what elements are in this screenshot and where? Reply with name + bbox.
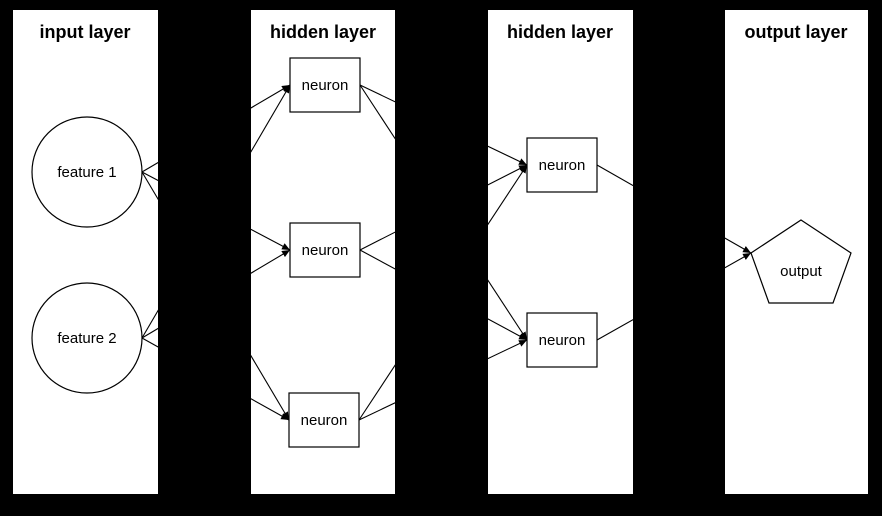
edge-h1n3-h2n1 <box>358 164 528 421</box>
edge-feature2-h1n3 <box>141 337 290 421</box>
node-label-hidden2-neuron2: neuron <box>539 332 586 349</box>
node-hidden2-neuron1 <box>526 137 598 193</box>
edge-h2n2-output <box>596 252 752 341</box>
node-feature-2 <box>31 282 143 394</box>
node-label-hidden1-neuron3: neuron <box>301 412 348 429</box>
edge-feature2-h1n1 <box>141 84 291 339</box>
node-output <box>750 219 852 304</box>
layer-title-hidden-2: hidden layer <box>507 22 613 42</box>
layer-title-input: input layer <box>39 22 130 42</box>
node-hidden1-neuron3 <box>288 392 360 448</box>
edge-h1n2-h2n1 <box>359 164 528 251</box>
node-hidden1-neuron1 <box>289 57 361 113</box>
nodes: feature 1 feature 2 neuron neuron neuron… <box>31 57 852 448</box>
node-hidden2-neuron2 <box>526 312 598 368</box>
layer-panel-input <box>13 10 158 494</box>
node-label-hidden2-neuron1: neuron <box>539 157 586 174</box>
node-label-feature-1: feature 1 <box>57 164 116 181</box>
layer-title-output: output layer <box>744 22 847 42</box>
node-label-feature-2: feature 2 <box>57 330 116 347</box>
edge-h1n1-h2n2 <box>359 84 528 341</box>
edge-h1n3-h2n2 <box>358 339 528 421</box>
node-hidden1-neuron2 <box>289 222 361 278</box>
layer-title-hidden-1: hidden layer <box>270 22 376 42</box>
edges <box>141 84 752 421</box>
node-label-hidden1-neuron1: neuron <box>302 77 349 94</box>
layer-panel-hidden-2 <box>488 10 633 494</box>
edge-feature2-h1n2 <box>141 249 291 339</box>
edge-h2n1-output <box>596 164 752 254</box>
edge-h1n2-h2n2 <box>359 249 528 341</box>
edge-feature1-h1n1 <box>141 84 291 173</box>
node-feature-1 <box>31 116 143 228</box>
node-label-output: output <box>780 263 823 280</box>
node-label-hidden1-neuron2: neuron <box>302 242 349 259</box>
edge-feature1-h1n3 <box>141 171 290 421</box>
edge-h1n1-h2n1 <box>359 84 528 166</box>
